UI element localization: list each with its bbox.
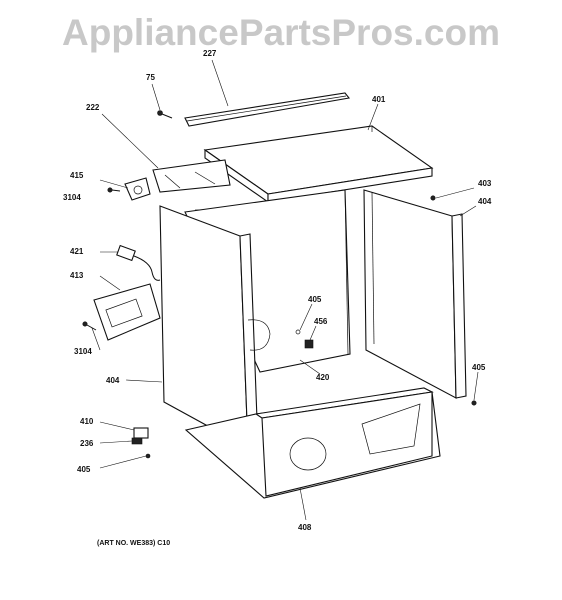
part-415-bracket [124, 177, 151, 201]
callout-415: 415 [70, 171, 84, 180]
callout-404-left: 404 [106, 376, 120, 385]
part-408-base [184, 387, 441, 499]
leader-lines [91, 59, 479, 521]
callout-421: 421 [70, 247, 84, 256]
callout-3104-bottom: 3104 [74, 347, 92, 356]
part-404-left-side-panel [159, 205, 271, 449]
callout-3104-top: 3104 [63, 193, 81, 202]
callout-410: 410 [80, 417, 94, 426]
callout-403: 403 [478, 179, 492, 188]
callout-401: 401 [372, 95, 386, 104]
part-405-screw-bottom [145, 453, 151, 459]
watermark-text: AppliancePartsPros.com [62, 12, 500, 53]
art-number: (ART NO. WE383) C10 [97, 540, 171, 547]
callout-405-bottom: 405 [77, 465, 91, 474]
callout-405-right: 405 [472, 363, 486, 372]
part-404-right-side-panel [363, 189, 467, 399]
part-401-top-panel [203, 125, 434, 204]
part-405-screw-right [471, 400, 477, 406]
part-456-clip [295, 329, 314, 349]
part-403-screw [430, 195, 436, 201]
part-236-foot [131, 437, 143, 445]
part-410-leveling-leg [133, 427, 149, 439]
callout-413: 413 [70, 271, 84, 280]
callout-404-right: 404 [478, 197, 492, 206]
callout-405-middle: 405 [308, 295, 322, 304]
part-222-rear-bracket [152, 159, 231, 193]
part-413-bracket [93, 283, 161, 341]
callout-222: 222 [86, 103, 100, 112]
part-3104-screw-bottom [82, 321, 97, 331]
callout-420: 420 [316, 373, 330, 382]
part-227-top-rail [184, 92, 351, 127]
part-3104-screw-top [107, 187, 121, 193]
part-421-cord [116, 244, 161, 281]
callout-236: 236 [80, 439, 94, 448]
callout-227: 227 [203, 49, 217, 58]
callout-75: 75 [146, 73, 155, 82]
callout-408: 408 [298, 523, 312, 532]
part-75-screw [157, 110, 173, 119]
callout-456: 456 [314, 317, 328, 326]
